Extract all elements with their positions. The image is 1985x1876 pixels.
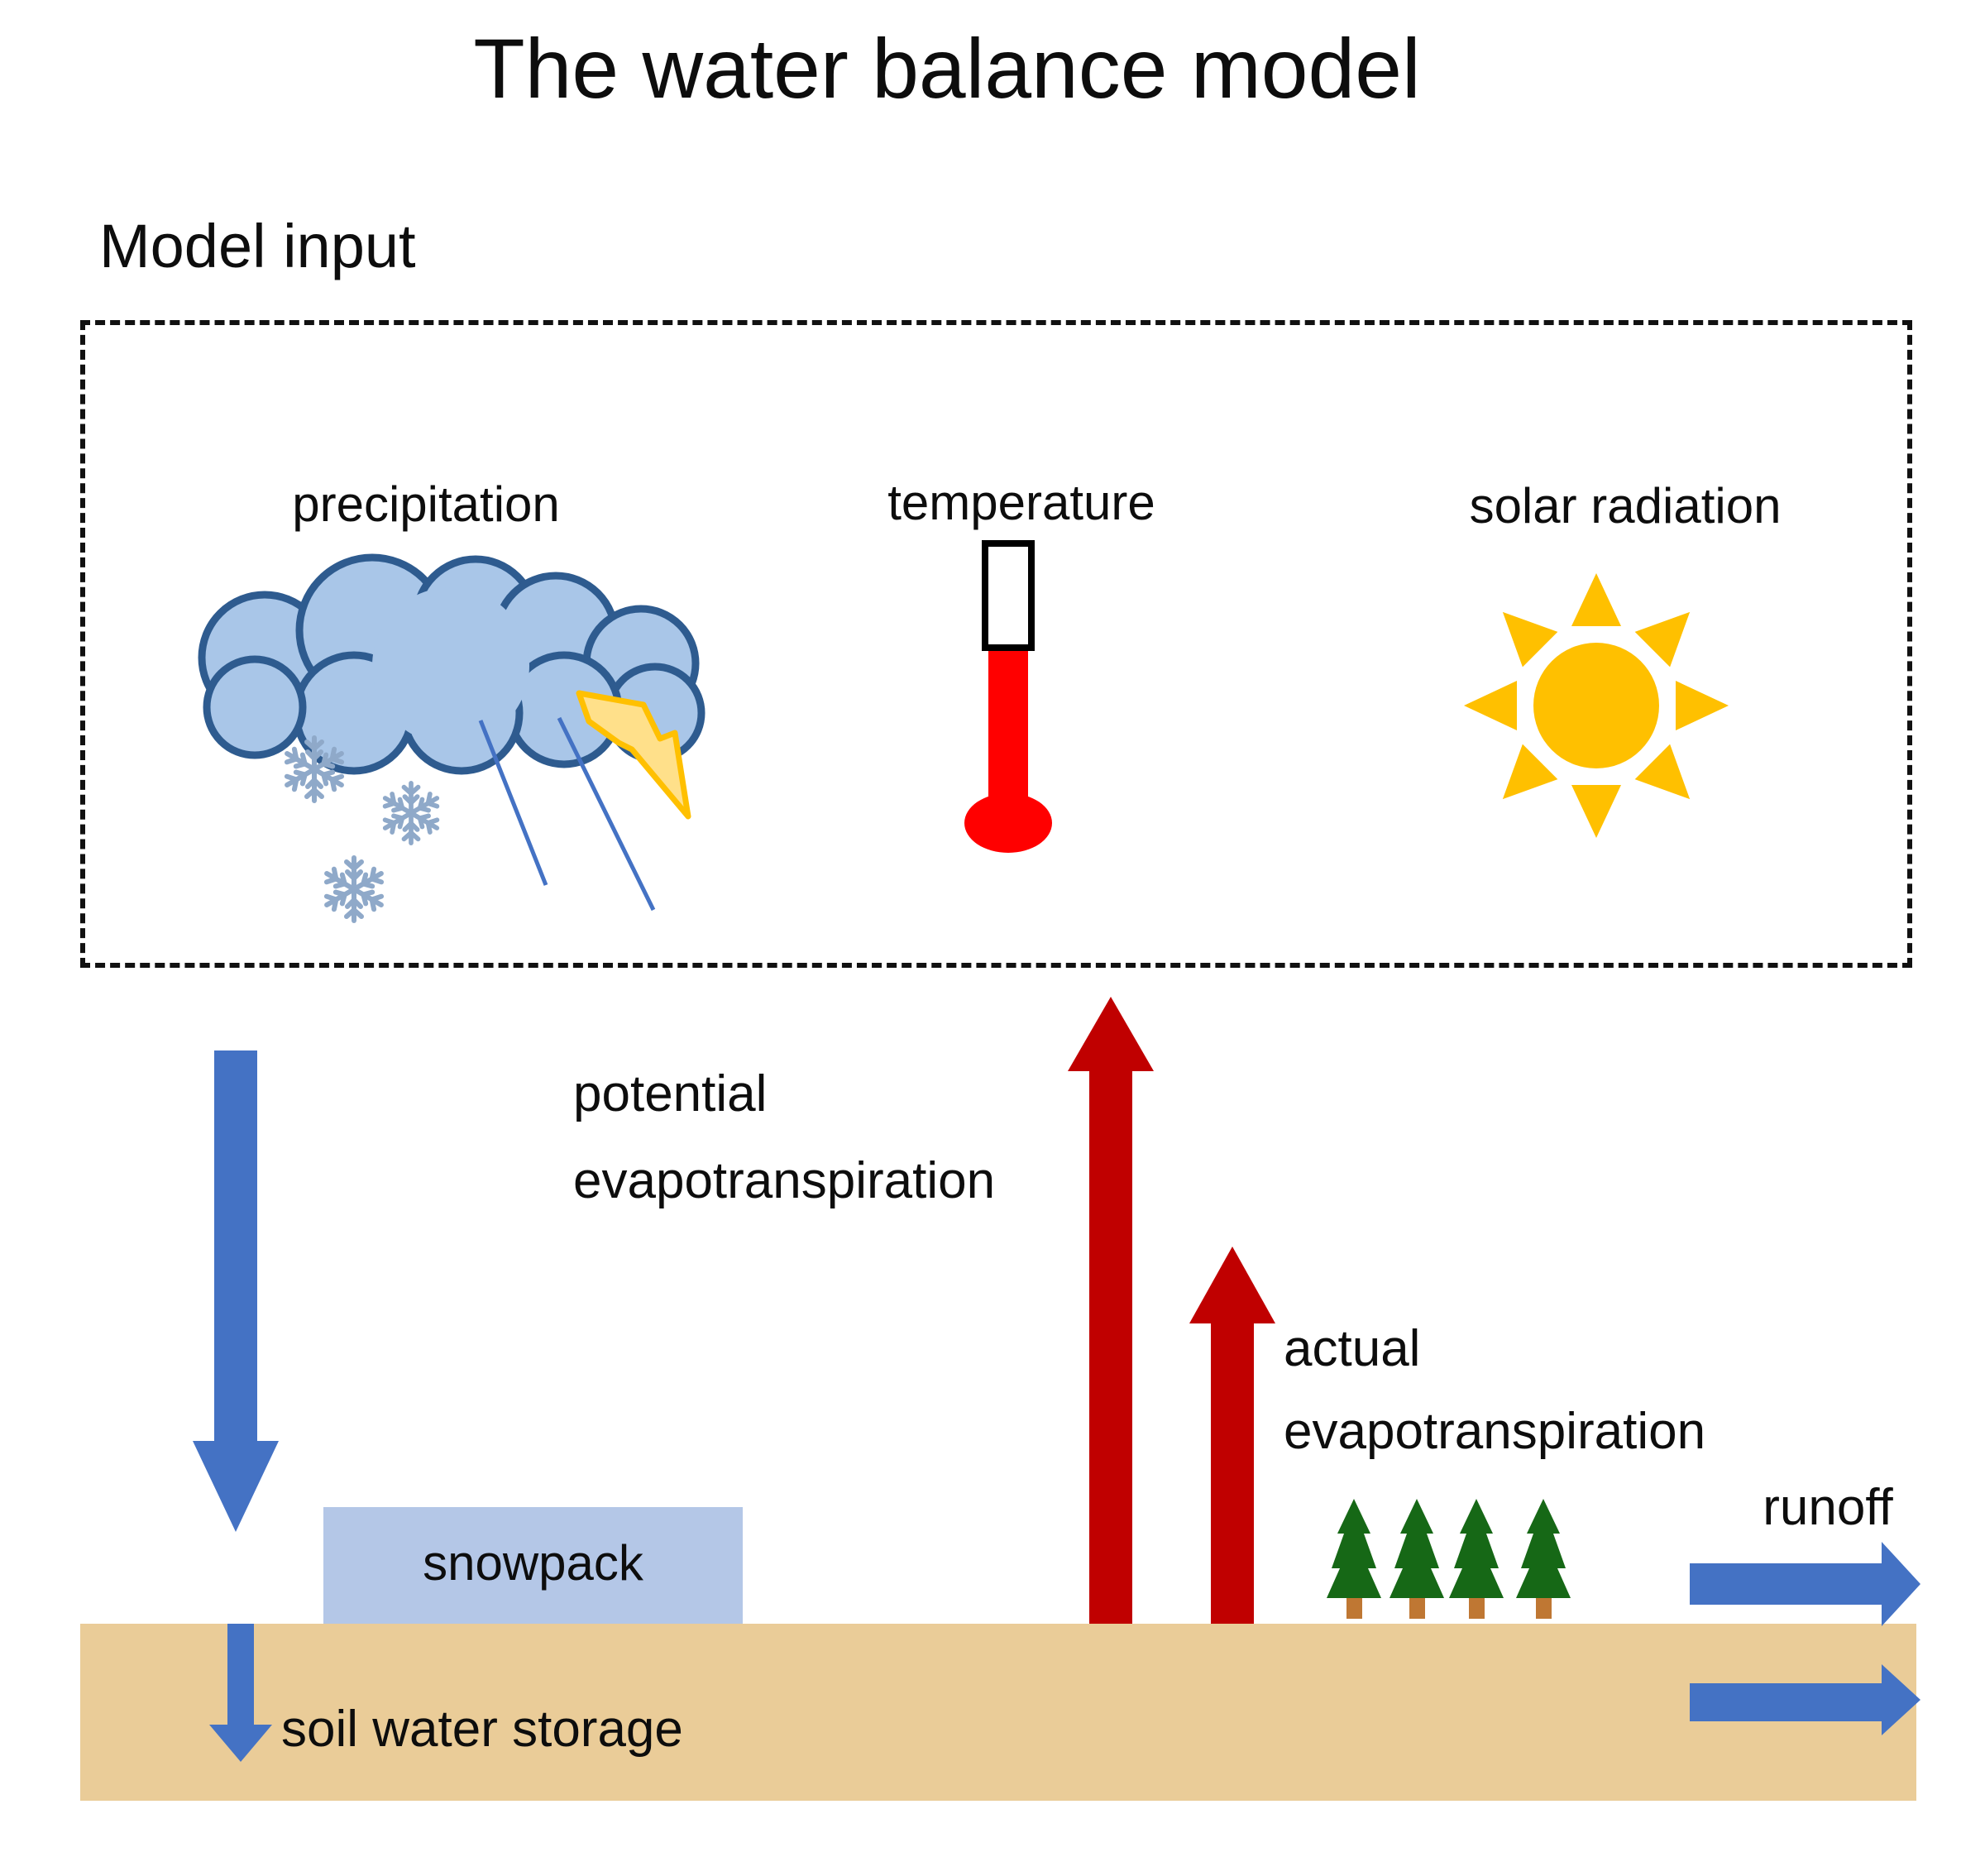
lightning-icon xyxy=(576,690,691,820)
temperature-label: temperature xyxy=(887,475,1155,530)
actual-et-label-line2: evapotranspiration xyxy=(1284,1403,1706,1460)
thermometer-icon xyxy=(964,540,1052,853)
snowpack-label: snowpack xyxy=(423,1535,643,1591)
potential-et-label-line1: potential xyxy=(573,1065,768,1122)
blue-arrows xyxy=(193,1050,1920,1762)
actual-et-arrow xyxy=(1189,1247,1275,1624)
tree-trunks xyxy=(1346,1595,1552,1619)
tree-canopies xyxy=(1327,1499,1571,1598)
tree-icons xyxy=(1327,1499,1571,1619)
potential-et-label-line2: evapotranspiration xyxy=(573,1152,996,1209)
soil-layer xyxy=(80,1624,1916,1801)
infiltration-arrow xyxy=(209,1624,272,1762)
model-input-box xyxy=(80,320,1912,968)
rain-lines-icon xyxy=(478,716,656,912)
potential-et-arrow xyxy=(1068,997,1154,1624)
sun-icon xyxy=(1464,573,1729,838)
snowpack-box xyxy=(323,1507,743,1624)
solar-radiation-label: solar radiation xyxy=(1469,478,1782,534)
soil-water-storage-label: soil water storage xyxy=(281,1701,683,1758)
runoff-arrow-subsurface xyxy=(1690,1664,1920,1735)
model-input-label: Model input xyxy=(99,212,416,280)
precipitation-label: precipitation xyxy=(292,476,560,532)
red-arrows xyxy=(1068,997,1275,1624)
actual-et-label-line1: actual xyxy=(1284,1320,1421,1377)
page-title: The water balance model xyxy=(473,22,1421,116)
runoff-label: runoff xyxy=(1763,1479,1893,1536)
runoff-arrow-surface xyxy=(1690,1542,1920,1626)
precipitation-arrow xyxy=(193,1050,279,1532)
